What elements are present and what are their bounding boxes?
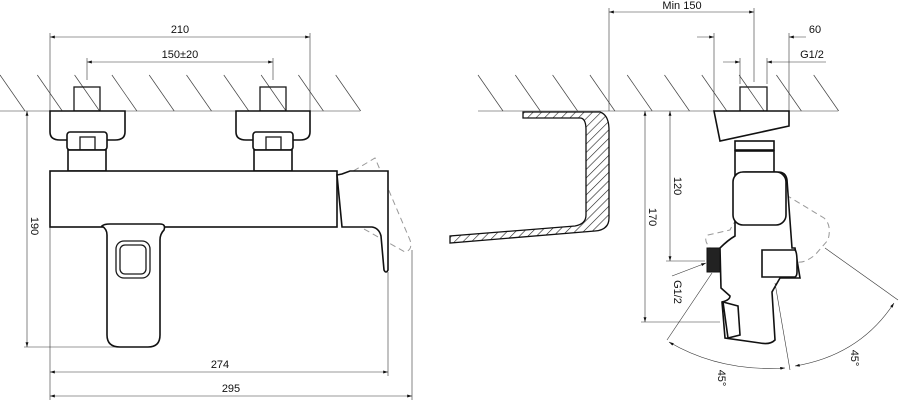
- hatch-line: [223, 74, 250, 112]
- wall-hatching: [477, 74, 839, 112]
- hatch-line: [298, 74, 324, 112]
- angle-ray: [666, 272, 713, 341]
- hatch-line: [186, 74, 212, 112]
- dim-label-120: 120: [671, 177, 683, 195]
- leader-line: [671, 262, 707, 277]
- inlet-left: [49, 86, 126, 172]
- hatch-line: [74, 74, 100, 112]
- hatch-line: [738, 74, 765, 112]
- hatch-line: [664, 74, 690, 112]
- angle-label-left: 45°: [715, 370, 727, 387]
- control-knob: [732, 171, 787, 226]
- wall-hatching: [0, 74, 361, 112]
- hatch-line: [148, 74, 175, 112]
- dim-label-min-150: Min 150: [662, 0, 701, 12]
- dim-label-210: 210: [171, 24, 189, 36]
- basin-section: [449, 111, 610, 244]
- angle-arc-right: [794, 302, 895, 367]
- angle-label-right: 45°: [848, 350, 860, 367]
- angle-arc-left: [668, 341, 786, 370]
- hatch-line: [260, 74, 287, 112]
- angle-ray: [824, 247, 899, 301]
- front-view: 210 150±20 190 274 295: [0, 24, 413, 400]
- outlet-thread: [706, 247, 721, 273]
- hatch-line: [0, 74, 26, 112]
- dim-label-60: 60: [809, 24, 821, 36]
- hatch-line: [111, 74, 138, 112]
- mixer-body: [49, 170, 338, 228]
- angle-ray: [774, 282, 791, 371]
- side-view: Min 150 60 G1/2 120 170 G1/2: [449, 0, 899, 387]
- hatch-line: [515, 74, 541, 112]
- hatch-line: [626, 74, 653, 112]
- dim-label-g12-inlet: G1/2: [800, 49, 824, 61]
- hatch-line: [813, 74, 839, 112]
- dim-label-g12-outlet: G1/2: [671, 280, 683, 304]
- dim-label-150: 150±20: [162, 49, 199, 61]
- dim-label-274: 274: [211, 359, 229, 371]
- control-handle: [100, 223, 166, 348]
- mixer-side-profile: [705, 86, 830, 345]
- hatch-line: [335, 74, 361, 112]
- hatch-line: [589, 74, 616, 112]
- dim-label-295: 295: [222, 383, 240, 395]
- dim-label-190: 190: [28, 217, 40, 235]
- inlet-right: [235, 86, 311, 172]
- hatch-line: [552, 74, 578, 112]
- dim-label-170: 170: [646, 208, 658, 226]
- diverter-lever: [336, 157, 412, 273]
- hatch-line: [477, 74, 504, 112]
